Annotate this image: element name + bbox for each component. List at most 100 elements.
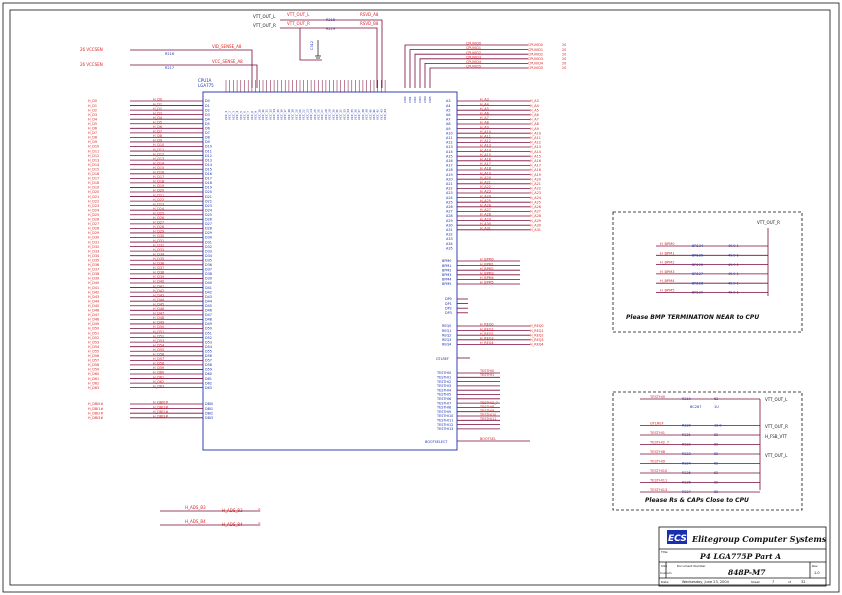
addr-net-port: H_A15	[530, 154, 541, 158]
testhi-net-label: TESTHI0	[479, 369, 494, 373]
addr-net-port: H_A9	[530, 127, 539, 131]
top-pin-label: VCC_14	[272, 109, 276, 120]
cpu-pin-label: A20	[446, 177, 453, 181]
vtt-out-l-red: VTT_OUT_L	[287, 12, 310, 17]
rcaps-vtt-r: VTT_OUT_R	[765, 424, 788, 429]
cpu-pin-label: D1	[205, 104, 210, 108]
addr-net-port: H_A29	[530, 219, 541, 223]
cpu-pin-label: D61	[205, 377, 212, 381]
addr-net-port: H_A23	[530, 191, 541, 195]
addr-net-label: H_A13	[480, 144, 491, 148]
cpu-pin-label: REQ1	[442, 329, 451, 333]
rcaps-value: 10.0	[714, 424, 722, 428]
data-net-port: H_D1	[88, 104, 97, 108]
cpu-pin-label: D3	[205, 113, 210, 117]
cpu-pin-label: A32	[446, 233, 453, 237]
vtt-out-l-label: VTT_OUT_L	[253, 14, 276, 19]
cpu-pin-label: A18	[446, 168, 453, 172]
addr-net-port: H_A16	[530, 159, 541, 163]
cpu-pin-label: D24	[205, 208, 212, 212]
vid-sense: VID_SENSE_A8	[212, 44, 242, 49]
data-net-port: H_D7	[88, 131, 97, 135]
cpu-pin-label: A4	[446, 104, 450, 108]
data-net-label: H_D54	[153, 343, 164, 347]
cpu-pin-label: D9	[205, 140, 210, 144]
cpuvid-port: CPUVID1	[528, 48, 543, 52]
cpu-pin-label: D14	[205, 163, 212, 167]
cpu-pin-label: TESTHI4	[436, 388, 451, 392]
top-pin-label: VCC_42	[376, 109, 380, 120]
data-net-port: H_D11	[88, 149, 99, 153]
vtt-out-r-label: VTT_OUT_R	[253, 23, 276, 28]
r-top2: R219	[326, 27, 335, 31]
addr-net-port: H_A30	[530, 223, 541, 227]
data-net-port: H_D52	[88, 336, 99, 340]
top-pin-label: VCC_12	[265, 109, 269, 120]
vccsen-l2: 26 VCCSEN	[80, 62, 103, 67]
data-net-port: H_D37	[88, 268, 99, 272]
cpu-pin-label: REQ4	[442, 343, 451, 347]
addr-net-port: H_A10	[530, 131, 541, 135]
cpu-pin-label: DBI2	[205, 411, 213, 415]
cpu-pin-label: D0	[205, 99, 210, 103]
data-net-port: H_D58	[88, 363, 99, 367]
data-net-port: H_D51	[88, 331, 99, 335]
cpu-pin-label: D21	[205, 195, 212, 199]
cpuvid-wire	[429, 67, 528, 88]
top-pin-label: VCC_41	[372, 109, 376, 120]
cpu-pin-label: D50	[205, 327, 212, 331]
cpu-pin-label: D62	[205, 381, 212, 385]
bpm-term-value: 49.9 1	[728, 263, 739, 267]
data-net-label: H_D31	[153, 239, 164, 243]
data-net-port: H_D36	[88, 263, 99, 267]
req-net-label: H_REQ3	[480, 337, 494, 341]
bpm-term-value: 49.9 1	[728, 254, 739, 258]
rcaps-title: Please Rs & CAPs Close to CPU	[645, 497, 749, 504]
cpu-pin-label: BPM0	[442, 259, 451, 263]
cpu-pin-label: D11	[205, 149, 212, 153]
data-net-label: H_D33	[153, 248, 164, 252]
cpu-pin-label: A30	[446, 223, 453, 227]
cpuvid-port: CPUVID4	[528, 62, 543, 66]
req-net-port: H_REQ1	[530, 329, 544, 333]
data-net-label: H_D3	[153, 111, 162, 115]
cpu-pin-label: D32	[205, 245, 212, 249]
addr-net-port: H_A19	[530, 173, 541, 177]
cpu-pin-label: A31	[446, 228, 453, 232]
addr-net-port: H_A26	[530, 205, 541, 209]
data-net-port: H_D45	[88, 304, 99, 308]
cpuvid-net-label: CPUVID0	[466, 42, 481, 46]
dbi-net-port: H_DBI3#	[88, 416, 103, 420]
bpm-term-ref: BR129	[692, 291, 703, 295]
cpu-pin-label: REQ0	[442, 324, 451, 328]
data-net-label: H_D36	[153, 262, 164, 266]
cpu-pin-label: D16	[205, 172, 212, 176]
data-net-label: H_D2	[153, 107, 162, 111]
data-net-label: H_D41	[153, 284, 164, 288]
cpu-pin-label: A23	[446, 191, 453, 195]
data-net-port: H_D5	[88, 122, 97, 126]
data-net-port: H_D59	[88, 368, 99, 372]
data-net-label: H_D60	[153, 371, 164, 375]
addr-net-port: H_A21	[530, 182, 541, 186]
top-pin-label: VCC_36	[354, 109, 358, 120]
bpm-term-value: 49.9 1	[728, 291, 739, 295]
cpu-pin-label: D52	[205, 336, 212, 340]
addr-net-label: H_A17	[480, 162, 491, 166]
cpu-pin-label: D22	[205, 199, 212, 203]
data-net-label: H_D4	[153, 116, 162, 120]
cpuvid-page: 20	[562, 66, 566, 70]
data-net-label: H_D26	[153, 216, 164, 220]
top-pin-label: VCC_24	[309, 109, 313, 120]
top-pin-label: VCC_43	[379, 109, 383, 120]
top-pin-label: VCC_1	[224, 111, 228, 120]
cpu-pin-label: A33	[446, 237, 453, 241]
cpu-pin-label: TESTHI11	[436, 419, 453, 423]
top-pin-label: VCC_29	[328, 109, 332, 120]
vtt-out-r-red: VTT_OUT_R	[287, 21, 310, 26]
data-net-label: H_D55	[153, 348, 164, 352]
cpuvid-page: 20	[562, 48, 566, 52]
data-net-port: H_D0	[88, 99, 97, 103]
cpu-pin-label: D30	[205, 236, 212, 240]
